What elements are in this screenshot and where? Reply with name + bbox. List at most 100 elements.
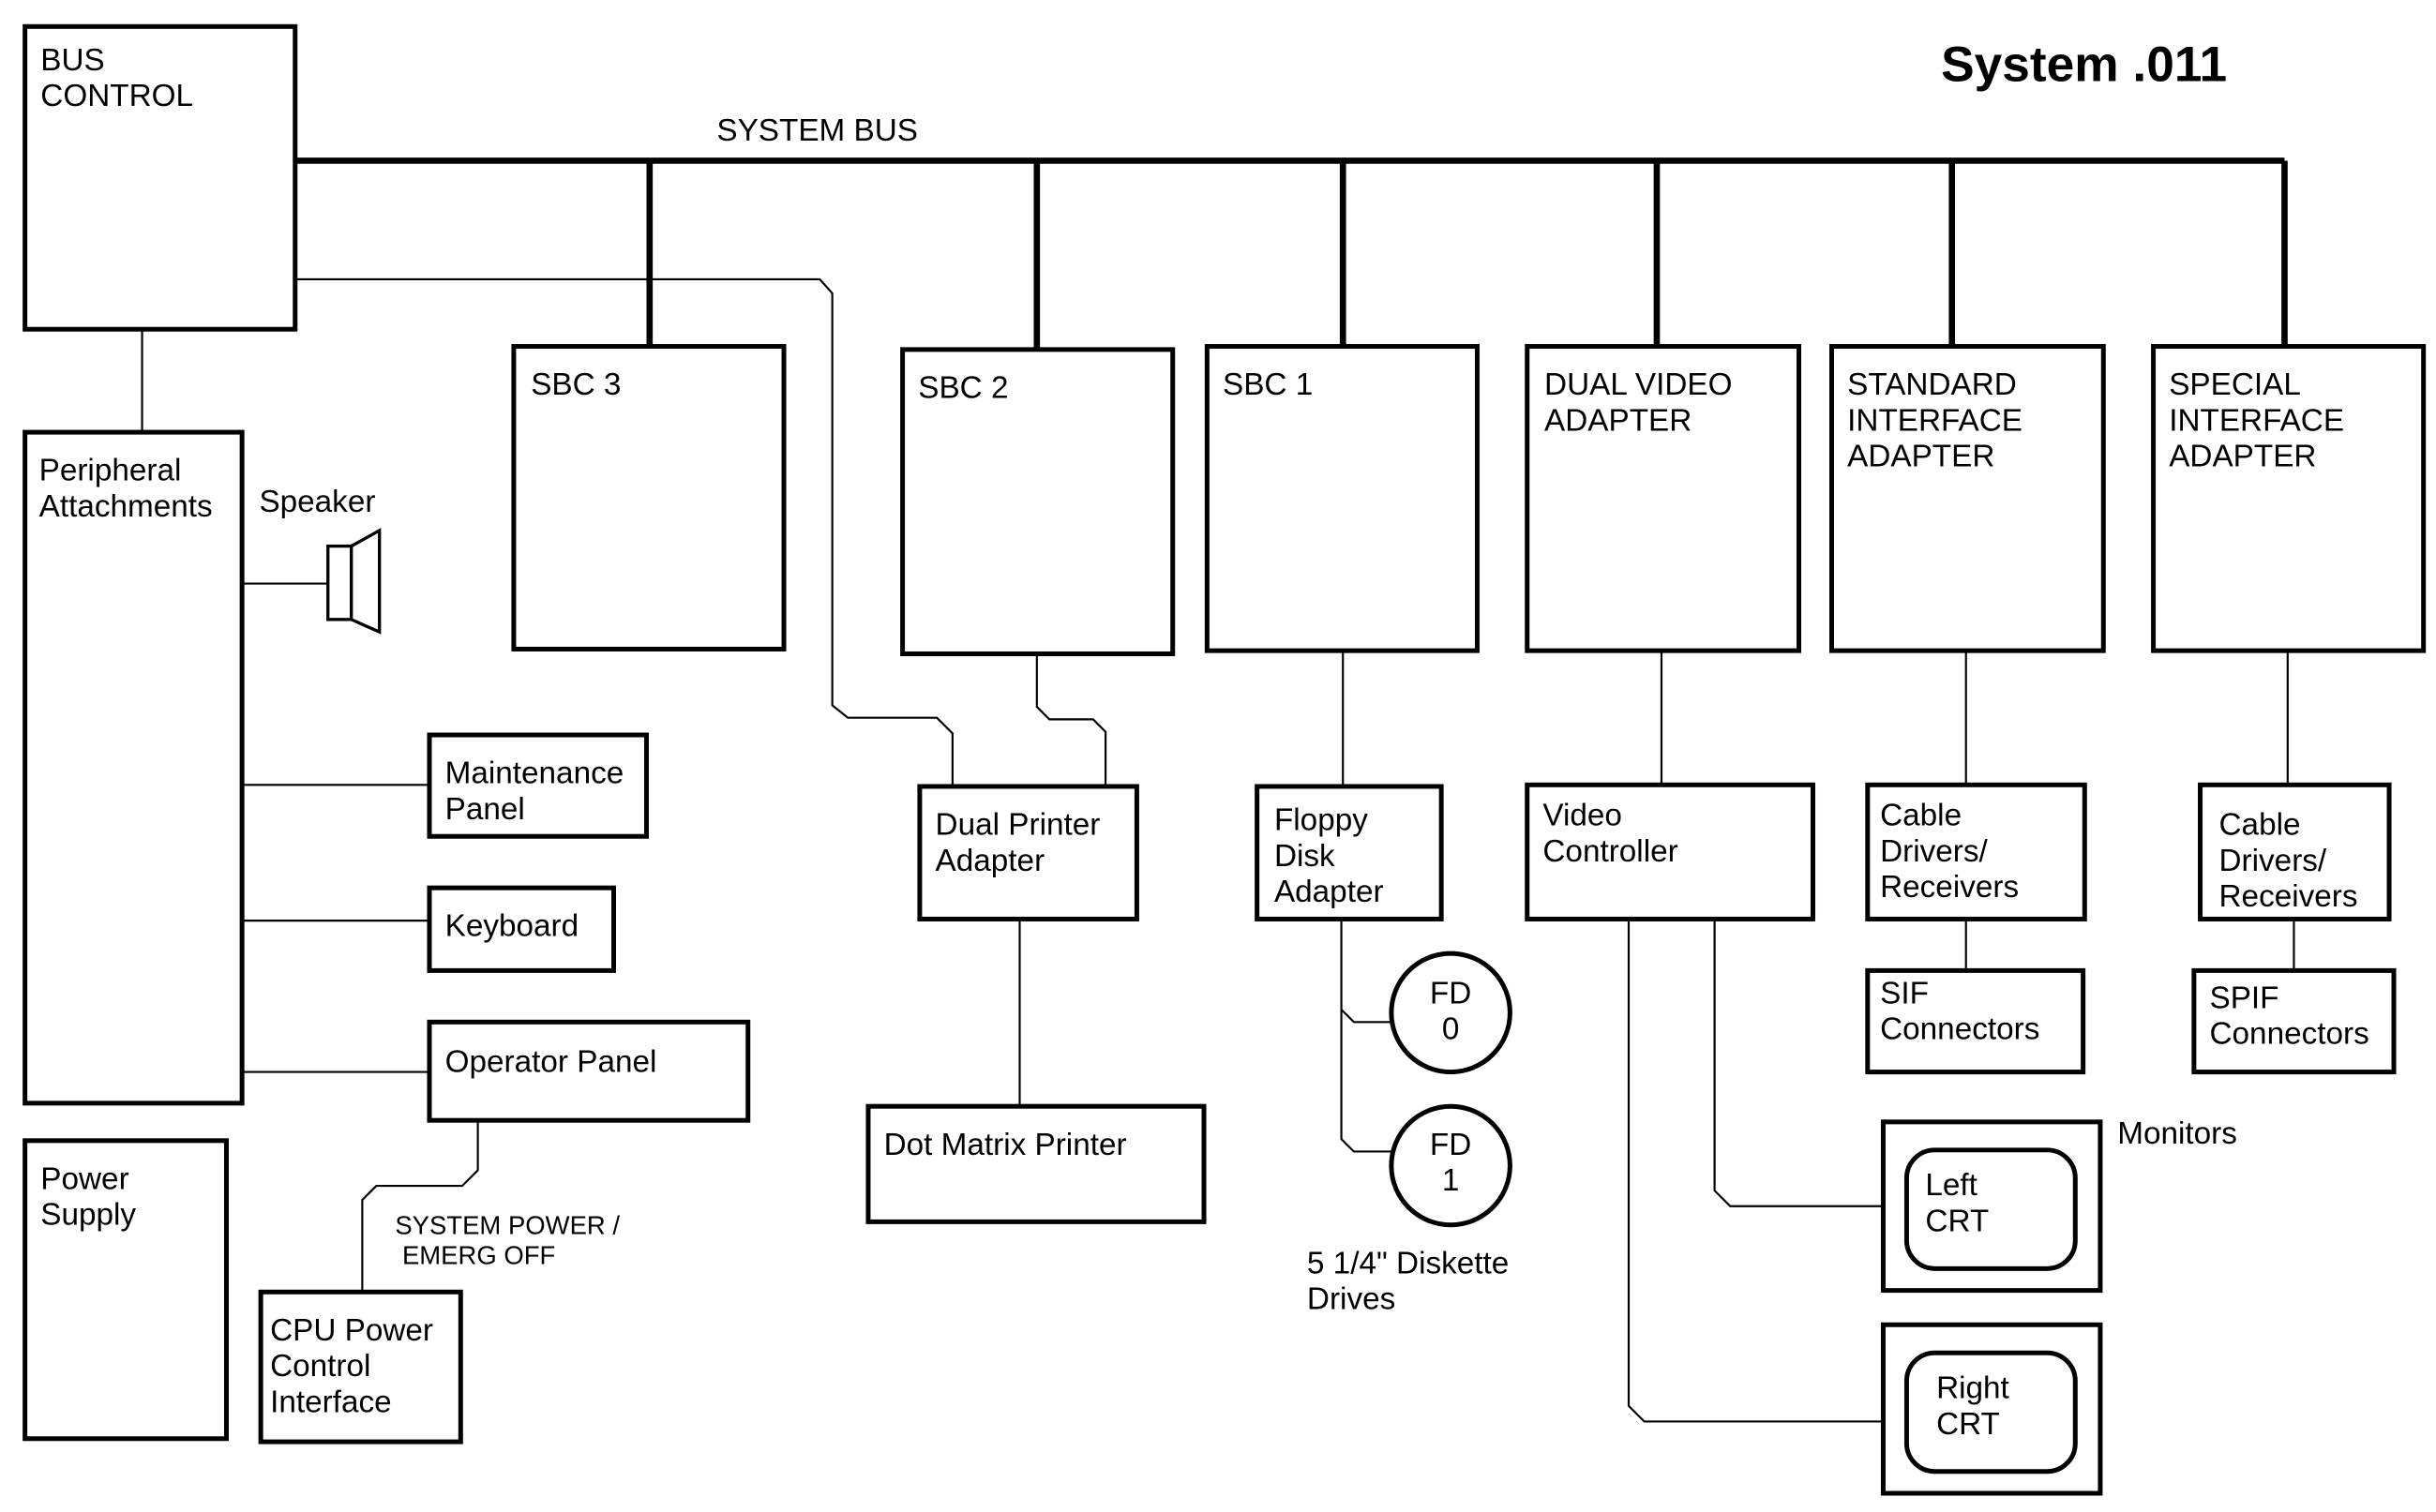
box-outline <box>900 347 1176 656</box>
sbc2-box: SBC 2 <box>900 347 1176 656</box>
box-outline <box>1828 344 2106 653</box>
box-label: Control <box>270 1349 370 1384</box>
box-label: STANDARD <box>1847 367 2017 402</box>
screen-shape <box>1903 1350 2078 1475</box>
box-label: Disk <box>1274 839 1335 874</box>
box-label: FD <box>1430 1128 1471 1162</box>
box-label: FD <box>1430 976 1471 1010</box>
box-label: Maintenance <box>445 756 624 791</box>
box-label: Attachments <box>39 489 213 524</box>
box-label: Drivers/ <box>2219 844 2327 878</box>
fd1-box: FD1 <box>1389 1103 1512 1228</box>
box-outline <box>1255 784 1444 921</box>
box-outline <box>917 784 1139 921</box>
box-outline <box>258 1289 463 1445</box>
diagram-title: System .011 <box>1941 37 2227 93</box>
system-bus-label: SYSTEM BUS <box>716 113 918 148</box>
box-label: DUAL VIDEO <box>1544 367 1732 402</box>
box-label: INTERFACE <box>1847 403 2022 438</box>
box-label: ADAPTER <box>1544 403 1692 438</box>
box-label: Adapter <box>936 844 1045 878</box>
box-outline <box>427 732 649 839</box>
box-outline <box>1525 782 1816 921</box>
box-label: Dot Matrix Printer <box>884 1128 1127 1162</box>
diskette-label-1: 5 1/4" Diskette <box>1307 1246 1509 1280</box>
box-label: Interface <box>270 1385 392 1419</box>
box-label: Power <box>40 1161 128 1196</box>
power-line-label-2: EMERG OFF <box>395 1240 555 1269</box>
dot-matrix-box: Dot Matrix Printer <box>865 1103 1207 1224</box>
box-outline <box>427 1019 751 1123</box>
box-label: CRT <box>1936 1407 2000 1442</box>
box-label: Dual Printer <box>936 808 1101 843</box>
box-label: 0 <box>1442 1012 1460 1047</box>
box-outline <box>1525 344 1802 653</box>
box-outline <box>23 23 298 332</box>
box-label: Receivers <box>1880 870 2019 905</box>
box-outline <box>23 429 245 1106</box>
box-label: Video <box>1542 799 1622 833</box>
box-outline <box>1865 782 2087 921</box>
power-line-label-1: SYSTEM POWER / <box>395 1211 620 1240</box>
box-label: SBC 2 <box>918 370 1008 405</box>
monitors-label: Monitors <box>2117 1116 2237 1151</box>
box-outline <box>1865 967 2086 1075</box>
fd0-box: FD0 <box>1389 951 1512 1075</box>
diskette-label-2: Drives <box>1307 1282 1395 1317</box>
box-label: Keyboard <box>445 909 579 944</box>
box-label: Right <box>1936 1370 2009 1405</box>
box-label: Controller <box>1542 834 1677 869</box>
connector-lines <box>141 277 2295 1423</box>
system-bus <box>294 157 2288 350</box>
box-label: SBC 3 <box>531 367 621 402</box>
box-outline <box>511 344 787 651</box>
box-label: CRT <box>1925 1204 1989 1238</box>
keyboard-box: Keyboard <box>427 885 616 973</box>
speaker-label: Speaker <box>259 485 375 519</box>
box-label: Connectors <box>1880 1012 2039 1047</box>
box-label: 1 <box>1442 1163 1460 1198</box>
box-label: Left <box>1925 1168 1977 1203</box>
box-label: ADAPTER <box>1847 440 1994 474</box>
box-outline <box>427 885 616 973</box>
box-label: SBC 1 <box>1223 367 1313 402</box>
box-label: Floppy <box>1274 803 1368 838</box>
box-label: Adapter <box>1274 875 1384 909</box>
operator-box: Operator Panel <box>427 1019 751 1123</box>
box-outline <box>2198 782 2392 921</box>
disk-drive-icon <box>1389 1103 1512 1228</box>
screen-shape <box>1903 1147 2078 1271</box>
box-label: Cable <box>2219 808 2301 843</box>
box-label: SPIF <box>2210 981 2279 1015</box>
box-label: Operator Panel <box>445 1045 657 1080</box>
box-label: CPU Power <box>270 1313 433 1348</box>
disk-drive-icon <box>1389 951 1512 1075</box>
box-outline <box>23 1138 229 1442</box>
box-label: Drivers/ <box>1880 834 1988 869</box>
box-label: Panel <box>445 792 525 827</box>
box-label: Peripheral <box>39 454 182 488</box>
speaker-icon <box>326 528 382 635</box>
box-label: Connectors <box>2210 1017 2369 1052</box>
box-label: SPECIAL <box>2169 367 2301 402</box>
box-outline <box>1204 344 1480 653</box>
box-label: Cable <box>1880 799 1962 833</box>
box-outline <box>2191 967 2397 1075</box>
